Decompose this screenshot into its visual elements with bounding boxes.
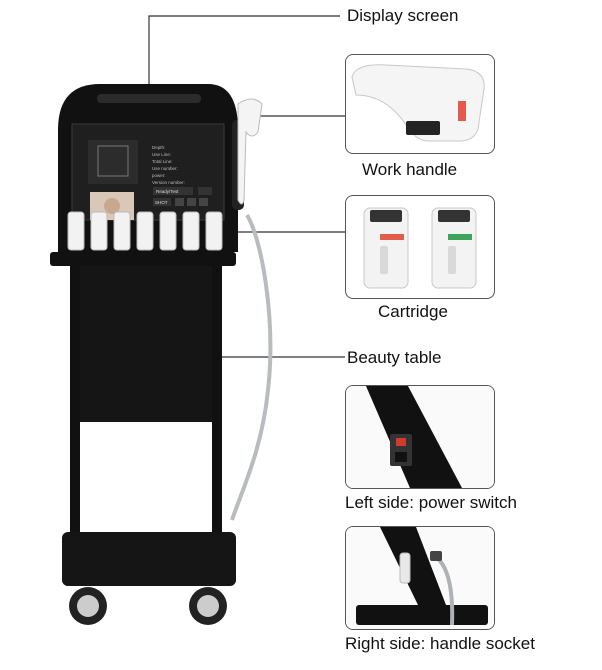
screen-ready-button[interactable] — [153, 187, 193, 195]
cartridge-slot-1 — [67, 211, 85, 251]
cartridge-photo — [363, 207, 477, 289]
screen-btn-a — [175, 198, 184, 206]
cartridge-slot-2 — [90, 211, 108, 251]
label-display-screen: Display screen — [347, 6, 459, 25]
label-left-side: Left side: power switch — [345, 493, 517, 512]
right-leg — [212, 266, 222, 546]
base — [62, 532, 236, 586]
screen-shot-label: SHOT — [155, 200, 168, 205]
screen-side-button[interactable] — [198, 187, 212, 195]
screen-small-buttons — [175, 198, 208, 206]
screen-text-6: Version number: — [152, 180, 185, 185]
power-switch-photo — [346, 386, 494, 488]
cartridge-slot-4 — [136, 211, 154, 251]
callout-work-handle — [345, 54, 495, 154]
handle-cable — [230, 213, 273, 521]
label-beauty-table: Beauty table — [347, 348, 442, 367]
screen-text-1: Depth: — [152, 145, 165, 150]
wheels — [69, 587, 227, 625]
cartridge-slot-3 — [113, 211, 131, 251]
cartridge-slot-5 — [159, 211, 177, 251]
screen-ready-label: Ready/Test — [156, 189, 179, 194]
screen-btn-c — [199, 198, 208, 206]
carry-handle — [97, 94, 201, 103]
screen-text-3: Total Line: — [152, 159, 173, 164]
label-cartridge: Cartridge — [378, 302, 448, 321]
label-work-handle: Work handle — [362, 160, 458, 179]
work-handle-photo — [351, 64, 485, 142]
screen-diagram-square — [97, 145, 129, 177]
cartridge-slot-6 — [182, 211, 200, 251]
cartridge-row — [67, 211, 223, 251]
beauty-table-cabinet — [78, 266, 214, 422]
left-leg — [70, 266, 80, 546]
work-handle — [237, 98, 263, 205]
screen-diagram-area — [88, 140, 138, 184]
callout-cartridge — [345, 195, 495, 299]
screen-btn-b — [187, 198, 196, 206]
wheel-right-hub — [197, 595, 219, 617]
screen-text-2: Use Line: — [152, 152, 171, 157]
tray — [50, 252, 236, 266]
cartridge-slot-7 — [205, 211, 223, 251]
face-head — [104, 198, 120, 214]
handle-socket-photo — [346, 527, 494, 629]
screen-text-4: Use number: — [152, 166, 178, 171]
screen-shot-button[interactable] — [153, 198, 171, 206]
wheel-left-hub — [77, 595, 99, 617]
screen-text-5: power: — [152, 173, 166, 178]
callout-right-side — [345, 526, 495, 630]
label-right-side: Right side: handle socket — [345, 634, 535, 653]
callout-left-side — [345, 385, 495, 489]
